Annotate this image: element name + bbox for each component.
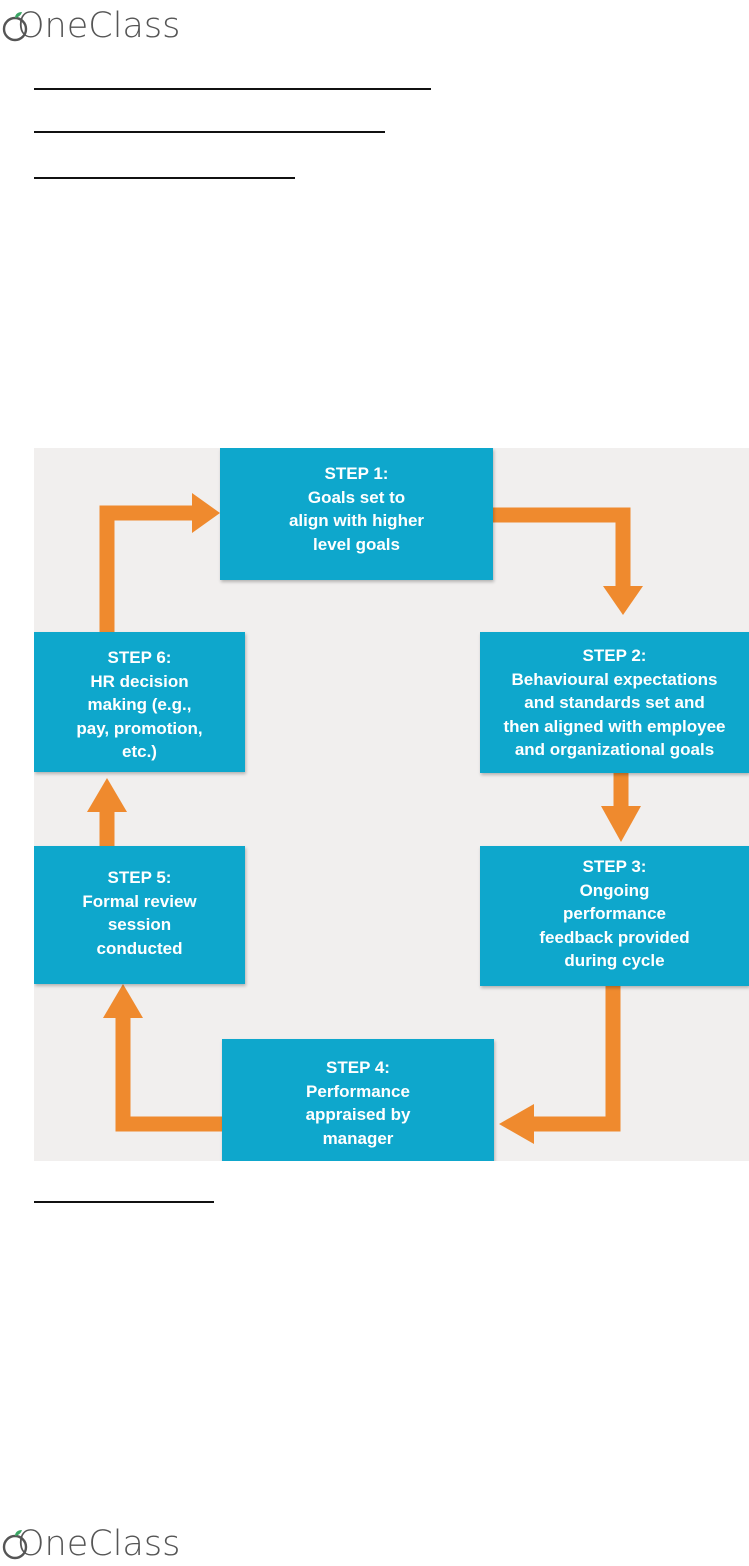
step-2-text: Behavioural expectations — [511, 669, 718, 689]
step-1-text: level goals — [313, 534, 400, 554]
redacted-text-line-2 — [34, 131, 385, 133]
redacted-text-line-4 — [34, 1201, 214, 1203]
arrowhead-to-step4 — [499, 1104, 534, 1144]
step-6-text: pay, promotion, — [76, 718, 203, 738]
arrowhead-to-step1 — [192, 493, 220, 533]
apple-o-icon — [2, 11, 30, 42]
step-4-text: appraised by — [305, 1105, 411, 1124]
step-3-text: during cycle — [564, 951, 665, 970]
step-5-title: STEP 5: — [107, 868, 172, 887]
arrowhead-to-step6 — [87, 778, 127, 812]
cycle-arrows — [87, 493, 643, 1144]
step-4-text: manager — [322, 1128, 394, 1148]
step-2-title: STEP 2: — [582, 646, 647, 665]
step-3-box: STEP 3: Ongoing performance feedback pro… — [480, 846, 749, 986]
redacted-text-line-3 — [34, 177, 295, 179]
brand-text: OneClass — [17, 6, 181, 46]
step-3-text: feedback provided — [539, 927, 690, 947]
step-3-title: STEP 3: — [582, 857, 647, 876]
step-4-text: Performance — [306, 1081, 410, 1101]
apple-o-icon — [2, 1529, 30, 1560]
step-2-box: STEP 2: Behavioural expectations and sta… — [480, 632, 749, 773]
performance-cycle-diagram: STEP 1: Goals set to align with higher l… — [34, 448, 749, 1161]
step-6-title: STEP 6: — [107, 648, 172, 667]
step-5-text: session — [107, 915, 172, 934]
oneclass-logo-footer: OneClass — [2, 1522, 180, 1566]
step-5-text: Formal review — [82, 891, 197, 911]
brand-text: OneClass — [17, 1524, 181, 1564]
step-1-box: STEP 1: Goals set to align with higher l… — [220, 448, 493, 580]
redacted-text-line-1 — [34, 88, 431, 90]
step-2-text: and organizational goals — [514, 740, 715, 759]
arrowhead-to-step5 — [103, 984, 143, 1018]
step-6-text: making (e.g., — [87, 695, 192, 714]
step-3-text: Ongoing — [579, 880, 650, 900]
step-1-text: align with higher — [288, 511, 425, 530]
step-5-text: conducted — [96, 938, 183, 958]
step-6-box: STEP 6: HR decision making (e.g., pay, p… — [34, 632, 245, 772]
step-2-text: then aligned with employee — [503, 716, 726, 736]
step-3-text: performance — [563, 904, 666, 923]
arrowhead-to-step2 — [603, 586, 643, 615]
arrowhead-to-step3 — [601, 806, 641, 842]
step-4-box: STEP 4: Performance appraised by manager — [222, 1039, 494, 1161]
step-4-title: STEP 4: — [326, 1058, 390, 1077]
step-6-text: HR decision — [90, 671, 189, 691]
step-2-text: and standards set and — [524, 693, 705, 712]
step-1-text: Goals set to — [307, 487, 406, 507]
step-1-title: STEP 1: — [324, 464, 389, 483]
oneclass-logo-header: OneClass — [2, 4, 180, 48]
step-5-box: STEP 5: Formal review session conducted — [34, 846, 245, 984]
step-6-text: etc.) — [122, 742, 157, 761]
